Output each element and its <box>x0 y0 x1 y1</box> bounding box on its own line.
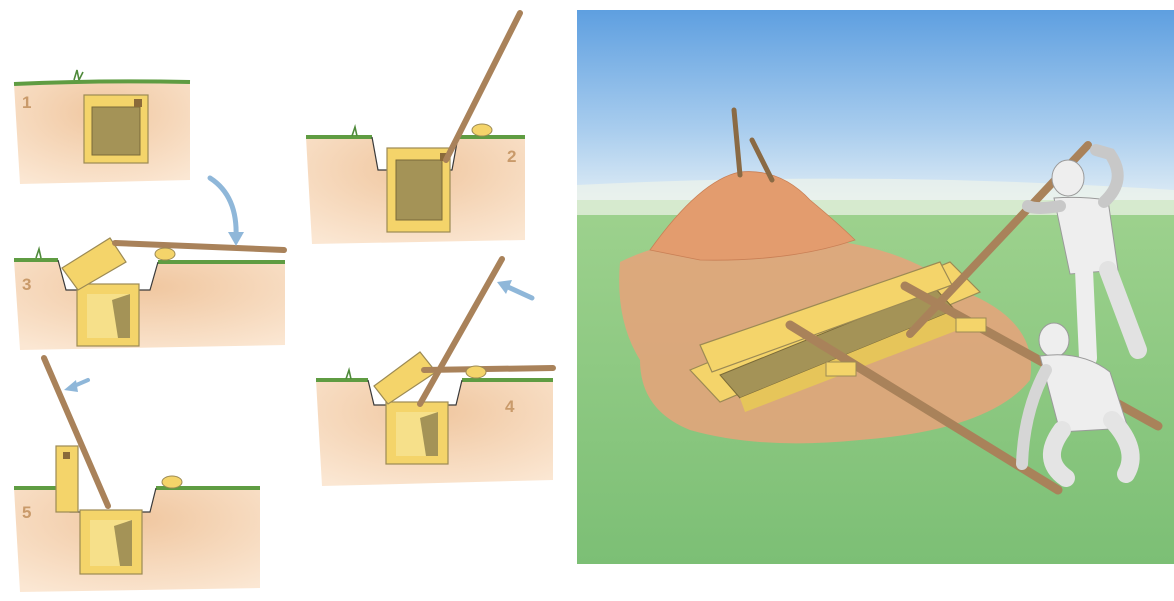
scene-panel <box>577 10 1174 564</box>
step-4-panel: 4 <box>316 259 553 486</box>
pit-cover <box>396 160 442 220</box>
fulcrum-log <box>472 124 492 136</box>
ground-line <box>14 260 285 262</box>
left-arrowhead-icon <box>64 380 78 392</box>
step-5-panel: 5 <box>14 358 260 592</box>
step-3-number: 3 <box>22 275 31 294</box>
fulcrum-log <box>466 366 486 378</box>
grass-tuft <box>346 370 351 379</box>
grass-tuft <box>352 127 357 136</box>
grass-tuft <box>74 70 83 80</box>
leg <box>1084 270 1088 358</box>
fulcrum-block <box>826 362 856 376</box>
pole-notch <box>134 99 142 107</box>
step-5-number: 5 <box>22 503 31 522</box>
step-1-number: 1 <box>22 93 31 112</box>
down-arrowhead-icon <box>228 232 244 246</box>
pit-cover <box>92 107 140 155</box>
down-arrow-icon <box>210 178 236 238</box>
step-3-panel: 3 <box>14 178 285 350</box>
lever-pole <box>115 243 284 250</box>
fulcrum-log <box>155 248 175 260</box>
arm <box>1028 206 1060 208</box>
head <box>1039 323 1069 357</box>
soil-block <box>14 260 285 350</box>
pole-notch <box>63 452 70 459</box>
left-arrow-icon <box>508 287 532 298</box>
fulcrum-block <box>956 318 986 332</box>
step-4-number: 4 <box>505 397 515 416</box>
step-1-panel: 1 <box>14 70 190 184</box>
step-2-panel: 2 <box>306 13 525 244</box>
step-2-number: 2 <box>507 147 516 166</box>
grass-tuft <box>36 249 41 258</box>
fulcrum-log <box>162 476 182 488</box>
head <box>1052 160 1084 196</box>
